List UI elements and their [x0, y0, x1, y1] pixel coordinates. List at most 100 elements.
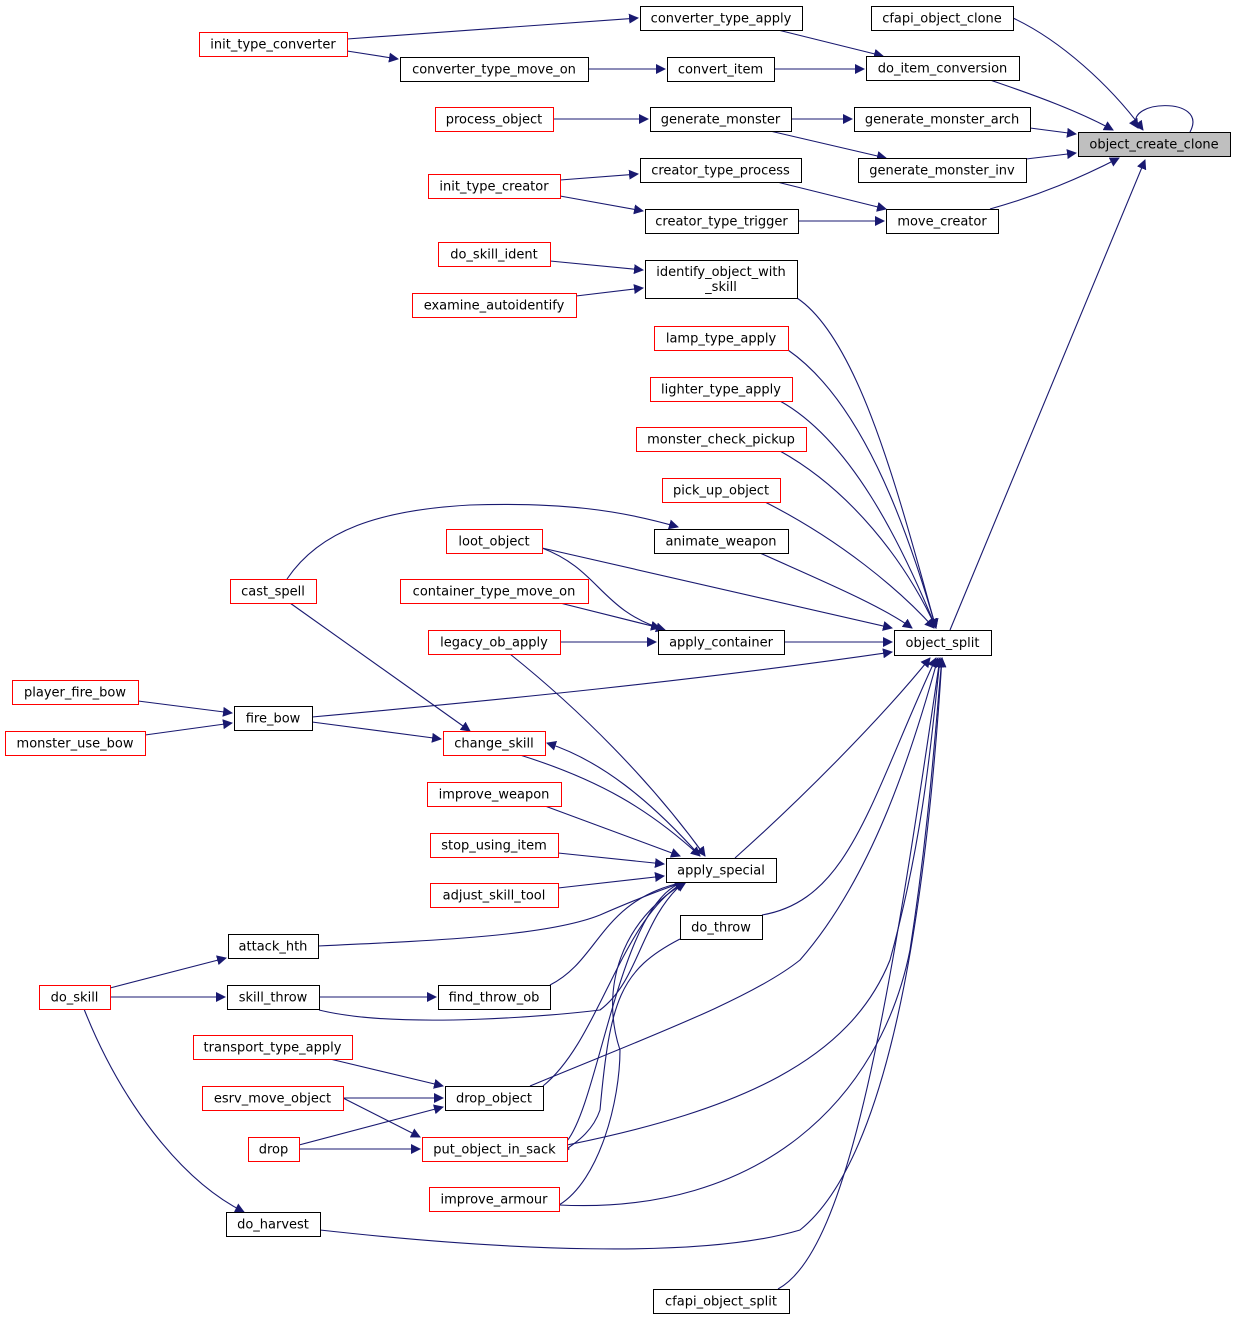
node-label: do_skill_ident [450, 248, 538, 263]
node-label: improve_weapon [439, 788, 550, 803]
edge-from-put-object-in-sack [566, 879, 685, 1142]
node-label: creator_type_process [651, 164, 790, 179]
node-label: legacy_ob_apply [440, 636, 548, 651]
edge-from-fire-bow [311, 721, 442, 743]
node-fire-bow[interactable]: fire_bow [234, 706, 313, 731]
edge-from-creator-type-process [776, 181, 887, 212]
edge-from-improve-weapon [544, 805, 681, 858]
edge-from-put-object-in-sack [566, 657, 945, 1146]
node-converter-type-apply[interactable]: converter_type_apply [640, 6, 803, 31]
node-attack-hth[interactable]: attack_hth [228, 934, 319, 959]
node-pick-up-object[interactable]: pick_up_object [662, 478, 781, 503]
node-do-skill[interactable]: do_skill [39, 985, 111, 1010]
node-lighter-type-apply[interactable]: lighter_type_apply [650, 377, 793, 402]
node-generate-monster-arch[interactable]: generate_monster_arch [854, 107, 1031, 132]
node-apply-special[interactable]: apply_special [666, 858, 777, 883]
node-do-skill-ident[interactable]: do_skill_ident [438, 242, 551, 267]
node-skill-throw[interactable]: skill_throw [227, 985, 320, 1010]
node-label: generate_monster_arch [865, 113, 1019, 128]
node-container-type-move-on[interactable]: container_type_move_on [400, 579, 589, 604]
edge-from-do-skill [83, 1008, 245, 1213]
edge-from-move-creator [989, 157, 1120, 210]
node-box [662, 478, 781, 503]
node-animate-weapon[interactable]: animate_weapon [654, 529, 789, 554]
node-process-object[interactable]: process_object [435, 107, 554, 132]
node-do-throw[interactable]: do_throw [680, 915, 763, 940]
node-monster-check-pickup[interactable]: monster_check_pickup [636, 427, 807, 452]
edge-from-lamp-type-apply [787, 349, 939, 629]
edge-from-do-harvest [319, 657, 947, 1250]
node-change-skill[interactable]: change_skill [443, 731, 546, 756]
edge-from-legacy-ob-apply [509, 653, 706, 857]
node-player-fire-bow[interactable]: player_fire_bow [12, 680, 139, 705]
node-label: improve_armour [440, 1193, 548, 1208]
edge-from-lighter-type-apply [779, 400, 938, 629]
node-loot-object[interactable]: loot_object [446, 529, 543, 554]
node-box [871, 6, 1014, 31]
node-cast-spell[interactable]: cast_spell [230, 579, 317, 604]
node-drop-object[interactable]: drop_object [445, 1086, 544, 1111]
node-find-throw-ob[interactable]: find_throw_ob [438, 985, 551, 1010]
node-put-object-in-sack[interactable]: put_object_in_sack [422, 1137, 568, 1162]
node-creator-type-process[interactable]: creator_type_process [640, 158, 802, 183]
node-adjust-skill-tool[interactable]: adjust_skill_tool [430, 883, 559, 908]
node-box [443, 731, 546, 756]
node-box [645, 260, 798, 299]
node-cfapi-object-clone[interactable]: cfapi_object_clone [871, 6, 1014, 31]
edge-from-cfapi-object-split [777, 657, 944, 1290]
node-box [428, 630, 561, 655]
edge-from-cast-spell [289, 602, 471, 732]
node-label: stop_using_item [441, 839, 547, 854]
edge-from-change-skill [519, 754, 701, 857]
node-label: generate_monster [661, 113, 781, 128]
node-label: apply_container [669, 636, 774, 651]
node-examine-autoidentify[interactable]: examine_autoidentify [412, 293, 577, 318]
node-cfapi-object-split[interactable]: cfapi_object_split [653, 1289, 790, 1314]
node-identify-object-with-skill[interactable]: identify_object_with_skill [645, 260, 798, 299]
node-esrv-move-object[interactable]: esrv_move_object [202, 1086, 344, 1111]
edge-from-adjust-skill-tool [557, 872, 665, 889]
node-box [636, 427, 807, 452]
edge-from-loot-object [541, 547, 893, 631]
node-object-split[interactable]: object_split [894, 630, 992, 656]
node-box [666, 858, 777, 883]
node-box [438, 985, 551, 1010]
node-converter-type-move-on[interactable]: converter_type_move_on [400, 57, 589, 82]
node-generate-monster-inv[interactable]: generate_monster_inv [858, 158, 1027, 183]
node-improve-weapon[interactable]: improve_weapon [427, 782, 562, 807]
node-improve-armour[interactable]: improve_armour [429, 1187, 560, 1212]
node-transport-type-apply[interactable]: transport_type_apply [193, 1035, 353, 1060]
edge-from-find-throw-ob [549, 879, 685, 986]
node-label: monster_use_bow [17, 737, 134, 752]
node-box [645, 209, 799, 234]
node-lamp-type-apply[interactable]: lamp_type_apply [654, 326, 789, 351]
node-monster-use-bow[interactable]: monster_use_bow [5, 731, 146, 756]
node-drop[interactable]: drop [248, 1137, 300, 1162]
node-do-item-conversion[interactable]: do_item_conversion [866, 56, 1020, 81]
node-do-harvest[interactable]: do_harvest [226, 1212, 321, 1237]
node-init-type-creator[interactable]: init_type_creator [428, 174, 561, 199]
edge-from-do-throw [761, 657, 937, 916]
node-label: lamp_type_apply [666, 332, 777, 347]
node-generate-monster[interactable]: generate_monster [650, 107, 792, 132]
node-convert-item[interactable]: convert_item [667, 57, 775, 82]
edge-from-do-skill-ident [549, 260, 644, 275]
node-label: object_split [906, 636, 980, 651]
node-label: fire_bow [246, 712, 301, 727]
node-init-type-converter[interactable]: init_type_converter [199, 32, 348, 57]
edge-from-generate-monster-inv [1025, 149, 1077, 160]
node-legacy-ob-apply[interactable]: legacy_ob_apply [428, 630, 561, 655]
node-object-create-clone[interactable]: object_create_clone [1078, 132, 1231, 157]
node-stop-using-item[interactable]: stop_using_item [430, 833, 559, 858]
node-box [854, 107, 1031, 132]
node-apply-container[interactable]: apply_container [658, 630, 785, 655]
edge-from-monster-use-bow [144, 719, 233, 736]
node-creator-type-trigger[interactable]: creator_type_trigger [645, 209, 799, 234]
node-box [1078, 132, 1231, 157]
node-box [658, 630, 785, 655]
edge-from-do-item-conversion [989, 79, 1114, 131]
node-box [248, 1137, 300, 1162]
edge-from-apply-special [546, 740, 701, 857]
node-move-creator[interactable]: move_creator [886, 209, 999, 234]
node-box [427, 782, 562, 807]
